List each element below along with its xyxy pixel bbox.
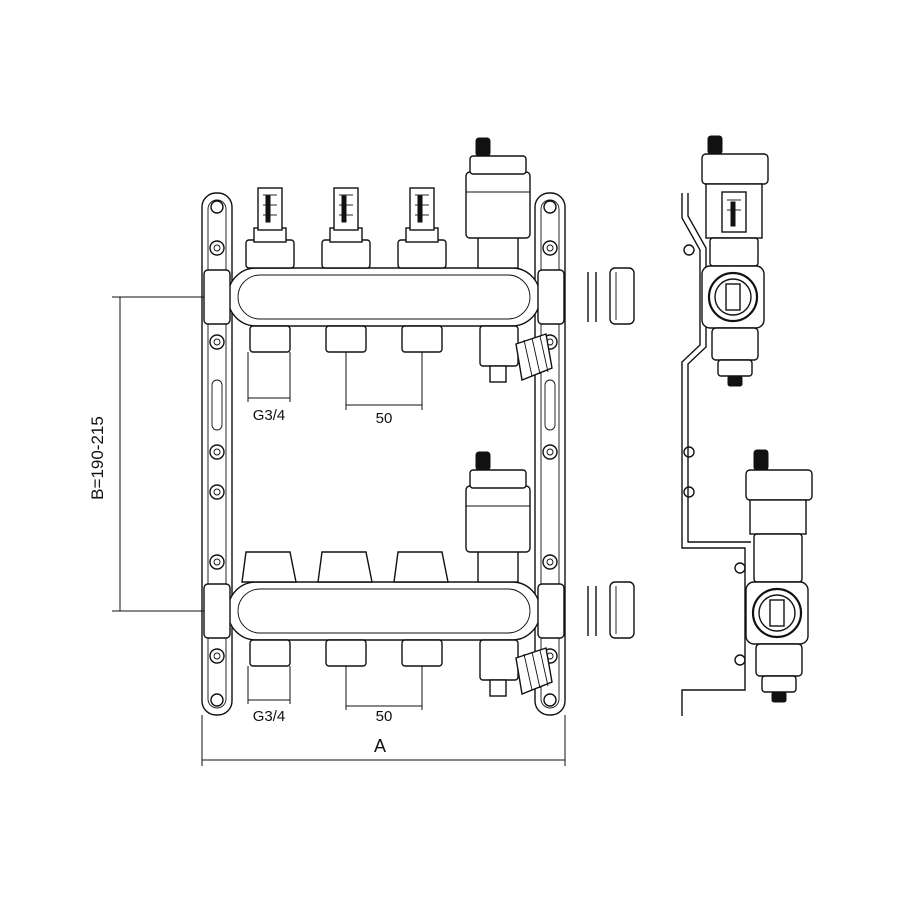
- width-dimension-label: A: [374, 736, 386, 756]
- air-vent-top: [465, 137, 531, 269]
- flow-meter-3: [397, 187, 447, 353]
- height-dimension-label: B=190-215: [88, 416, 107, 500]
- side-bracket: [681, 193, 746, 716]
- top-thread-label: G3/4: [253, 407, 286, 424]
- bottom-thread-label: G3/4: [253, 708, 286, 725]
- end-cap-top: [587, 267, 635, 325]
- left-bracket: [201, 192, 233, 716]
- dimension-width: [201, 715, 566, 766]
- top-header: [203, 137, 565, 383]
- dimension-bottom-spacing: [247, 666, 423, 710]
- flow-meter-1: [245, 187, 295, 353]
- dimension-height: [112, 296, 204, 612]
- bottom-header: [203, 451, 565, 697]
- dimension-top-spacing: [247, 352, 423, 410]
- flow-meter-2: [321, 187, 371, 353]
- side-top-unit: [701, 135, 769, 387]
- right-bracket: [534, 192, 566, 716]
- drain-valve-bottom: [479, 639, 553, 697]
- air-vent-bottom: [465, 451, 531, 583]
- top-spacing-label: 50: [376, 410, 393, 427]
- drain-valve-top: [479, 325, 553, 383]
- end-cap-bottom: [587, 581, 635, 639]
- valve-cap-1: [241, 551, 297, 667]
- bottom-spacing-label: 50: [376, 708, 393, 725]
- valve-cap-3: [393, 551, 449, 667]
- side-view: [681, 135, 813, 716]
- front-view: B=190-215 A G3/4 50 G3/4 50: [88, 137, 635, 766]
- side-bottom-unit: [745, 449, 813, 703]
